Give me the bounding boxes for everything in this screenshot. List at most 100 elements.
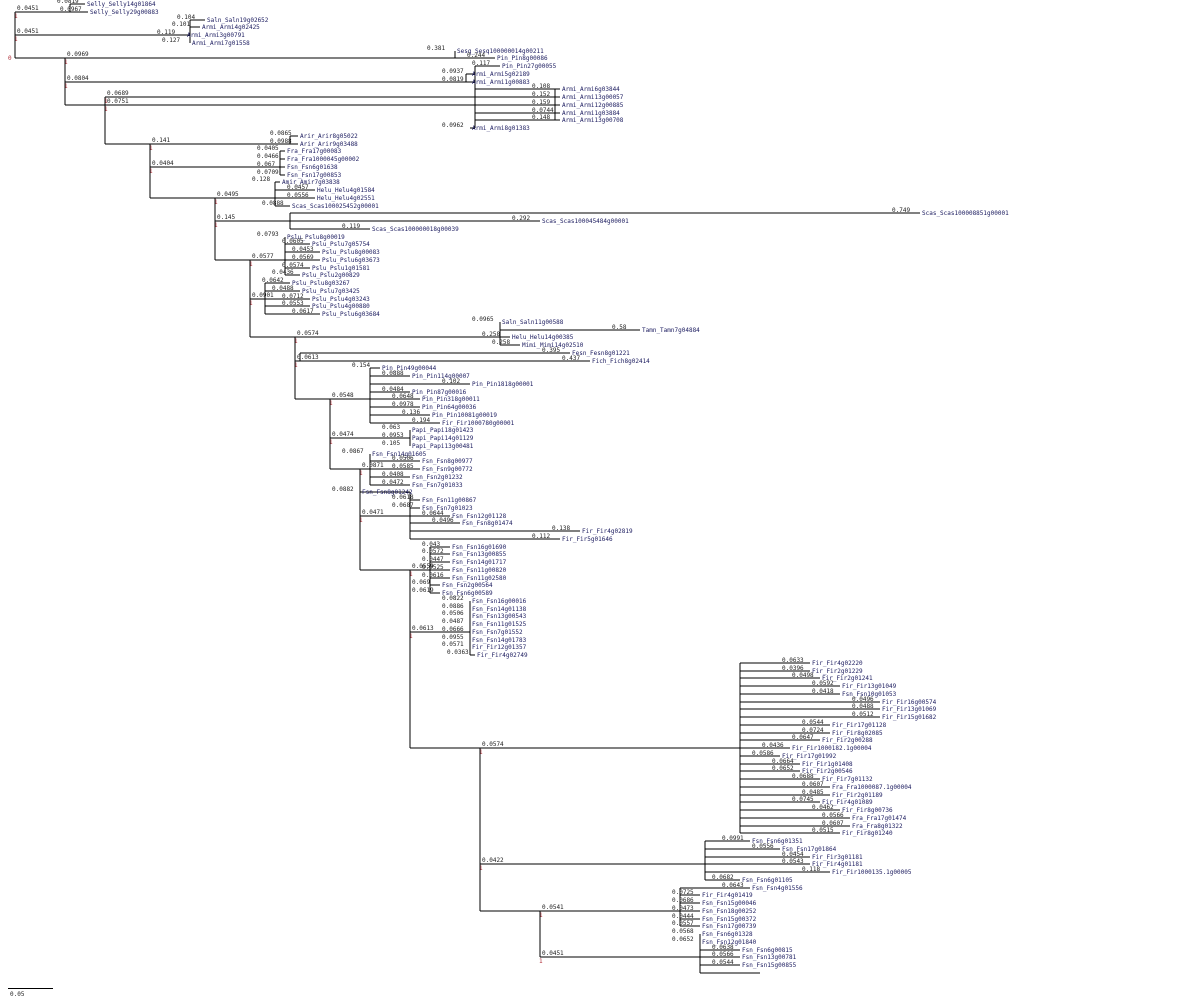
internal-branch-length: 0.0541 [542,904,564,911]
leaf-label: Fra_Fra8g01322 [852,823,903,830]
leaf-label: Fir_Fir4g01419 [702,892,753,899]
branch-length-label: 0.381 [427,45,445,52]
support-marker: 1 [479,749,483,756]
branch-length-label: 0.0557 [672,920,694,927]
branch-length-label: 0.0466 [257,153,279,160]
branch-length-label: 0.258 [482,331,500,338]
leaf-label: Fsn_Fsn6g00589 [442,590,493,597]
leaf-label: Arir_Arir9g03488 [300,141,358,148]
internal-branch-length: 0.0689 [107,90,129,97]
internal-branch-length: 0.0404 [152,160,174,167]
internal-branch-length: 0.0422 [482,857,504,864]
branch-length-label: 0.0882 [332,486,354,493]
branch-length-label: 0.0512 [852,711,874,718]
branch-length-label: 0.0709 [257,169,279,176]
branch-length-label: 0.0484 [382,386,404,393]
branch-length-label: 0.104 [177,14,195,21]
branch-length-label: 0.0556 [752,843,774,850]
leaf-label: Fir_Fir2g01241 [822,675,873,682]
branch-length-label: 0.0652 [672,936,694,943]
branch-length-label: 0.0498 [792,672,814,679]
leaf-label: Fir_Fir13g01049 [842,683,897,690]
leaf-label: Fir_Fir2g01229 [812,668,863,675]
branch-length-label: 0.0444 [672,913,694,920]
branch-length-label: 0.108 [532,83,550,90]
branch-length-label: 0.749 [892,207,910,214]
leaf-label: Fsn_Fsn13g00855 [452,551,507,558]
branch-length-label: 0.0566 [822,812,844,819]
leaf-label: Scas_Scas100025452g00001 [292,203,379,210]
branch-length-label: 0.0953 [382,432,404,439]
support-marker: 1 [359,517,363,524]
branch-length-label: 0.0447 [422,556,444,563]
branch-length-label: 0.0648 [392,393,414,400]
branch-length-label: 0.0725 [672,889,694,896]
branch-length-label: 0.0487 [442,618,464,625]
leaf-label: Fir_Fir2g00288 [822,737,873,744]
leaf-label: Arir_Arir8g05022 [300,133,358,140]
branch-length-label: 0.0462 [812,804,834,811]
leaf-label: Fsn_Fsn6g01638 [287,164,338,171]
leaf-label: Armi_Armi13g00057 [562,94,624,101]
support-marker: 1 [64,59,68,66]
branch-length-label: 0.0618 [392,494,414,501]
root-marker: 0 [8,55,12,62]
leaf-label: Saln_Saln11g00588 [502,319,564,326]
internal-branch-length: 0.141 [152,137,170,144]
leaf-label: Fir_Fir1g01408 [802,761,853,768]
leaf-label: Fsn_Fsn8g01474 [462,520,513,527]
branch-length-label: 0.0568 [672,928,694,935]
branch-length-label: 0.0978 [392,401,414,408]
leaf-label: Fsn_Fsn14g01605 [372,451,427,458]
branch-length-label: 0.154 [352,362,370,369]
leaf-label: Armi_Armi1g00883 [472,79,530,86]
leaf-label: Fsn_Fsn14g01783 [472,637,527,644]
branch-length-label: 0.437 [562,355,580,362]
leaf-label: Armi_Armi7g01558 [192,40,250,47]
support-marker: 1 [249,300,253,307]
branch-length-label: 0.0988 [270,138,292,145]
branch-length-label: 0.258 [492,339,510,346]
leaf-label: Fich_Fich8g02414 [592,358,650,365]
branch-length-label: 0.0457 [287,184,309,191]
leaf-label: Selly_Selly29g00883 [90,9,159,16]
leaf-label: Fsn_Fsn17g01864 [782,846,837,853]
support-marker: 1 [409,633,413,640]
branch-length-label: 0.0572 [422,548,444,555]
internal-branch-length: 0.0474 [332,431,354,438]
branch-length-label: 0.0453 [292,246,314,253]
leaf-label: Fir_Fir17g01992 [782,753,837,760]
branch-length-label: 0.0633 [782,657,804,664]
leaf-label: Papi_Papi18g01423 [412,427,474,434]
leaf-label: Pslu_Pslu8g00083 [322,249,380,256]
leaf-label: Pin_Pin49g00044 [382,365,437,372]
leaf-label: Helu_Helu14g00385 [512,334,574,341]
leaf-label: Pslu_Pslu4g03243 [312,296,370,303]
branch-length-label: 0.0544 [712,959,734,966]
leaf-label: Fsn_Fsn8g01242 [362,489,413,496]
branch-length-label: 0.105 [382,440,400,447]
internal-branch-length: 0.0613 [297,354,319,361]
branch-length-label: 0.0955 [442,634,464,641]
branch-length-label: 0.063 [382,424,400,431]
leaf-label: Fir_Fir12g01357 [472,644,527,651]
branch-length-label: 0.0408 [382,471,404,478]
branch-length-label: 0.0436 [762,742,784,749]
branch-length-label: 0.0496 [852,696,874,703]
internal-branch-length: 0.0451 [17,28,39,35]
branch-length-label: 0.0543 [782,858,804,865]
internal-branch-length: 0.0548 [332,392,354,399]
branch-length-label: 0.159 [532,99,550,106]
leaf-label: Fir_Fir2g00546 [802,768,853,775]
leaf-label: Fir_Fir1000182.1g00004 [792,745,872,752]
leaf-label: Fsn_Fsn6g01351 [752,838,803,845]
branch-length-label: 0.119 [342,223,360,230]
branch-length-label: 0.0556 [287,192,309,199]
support-marker: 1 [149,168,153,175]
scale-label: 0.05 [10,991,25,998]
branch-length-label: 0.0682 [712,874,734,881]
branch-length-label: 0.0647 [792,734,814,741]
leaf-label: Tamn_Tamn7g04884 [642,327,700,334]
branch-length-label: 0.0506 [392,455,414,462]
leaf-label: Fir_Fir16g00574 [882,699,937,706]
